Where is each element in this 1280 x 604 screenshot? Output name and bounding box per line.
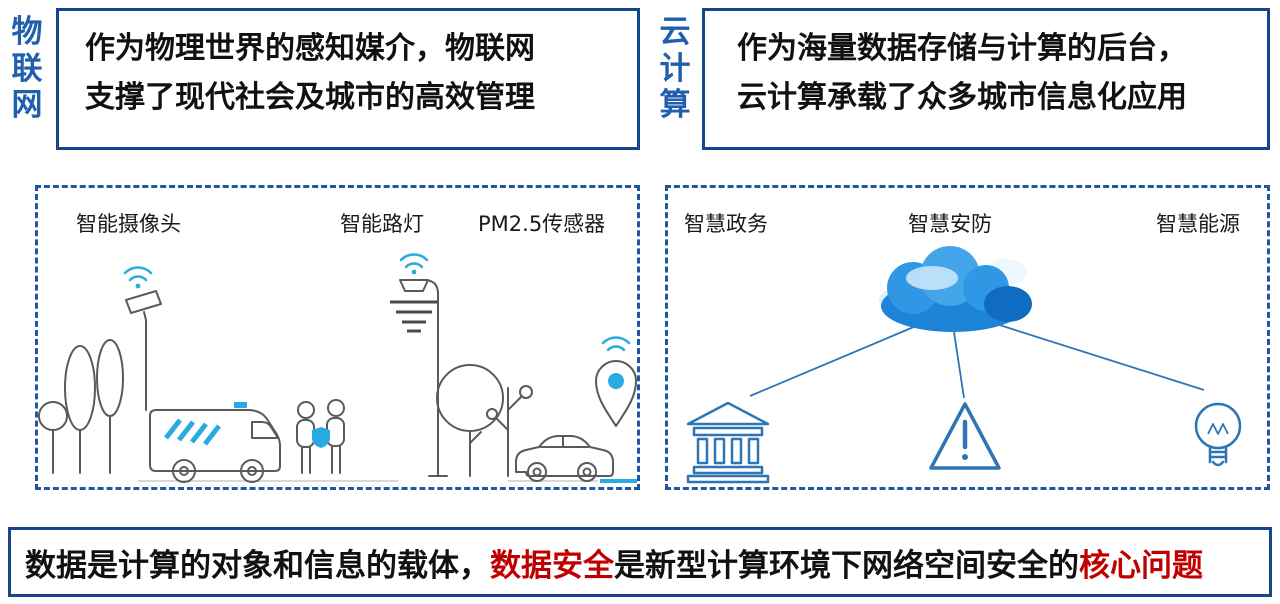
- cloud-icon: [879, 246, 1032, 332]
- label-smart-government: 智慧政务: [684, 212, 768, 236]
- car-icon: [515, 435, 614, 482]
- iot-side-label: 物联网: [11, 14, 43, 124]
- warning-triangle-icon: [929, 402, 1001, 470]
- sapling-icon: [486, 385, 533, 477]
- iot-description-line2: 支撑了现代社会及城市的高效管理: [85, 79, 535, 115]
- label-smart-security: 智慧安防: [908, 212, 992, 236]
- cloud-description-line1: 作为海量数据存储与计算的后台，: [737, 31, 1187, 66]
- label-smart-streetlight: 智能路灯: [340, 212, 424, 236]
- cloud-side-label: 云计算: [659, 14, 691, 124]
- iot-description-line1: 作为物理世界的感知媒介，物联网: [85, 31, 535, 66]
- trees-icon: [38, 339, 124, 474]
- iot-scene: [38, 253, 637, 483]
- banner-text-2: 是新型计算环境下网络空间安全的: [614, 547, 1079, 584]
- label-smart-energy: 智慧能源: [1156, 212, 1240, 236]
- label-smart-camera: 智能摄像头: [76, 212, 181, 236]
- round-tree-icon: [436, 364, 504, 477]
- cloud-diagram-box: 智慧政务 智慧安防 智慧能源: [665, 185, 1270, 490]
- banner-highlight-core-issue: 核心问题: [1079, 547, 1203, 584]
- banner-text-1: 数据是计算的对象和信息的载体，: [25, 547, 490, 584]
- iot-diagram-box: 智能摄像头 智能路灯 PM2.5传感器: [35, 185, 640, 490]
- cloud-description-line2: 云计算承载了众多城市信息化应用: [737, 79, 1187, 115]
- iot-description-panel: 作为物理世界的感知媒介，物联网 支撑了现代社会及城市的高效管理: [56, 8, 640, 150]
- cloud-description-panel: 作为海量数据存储与计算的后台， 云计算承载了众多城市信息化应用: [702, 8, 1270, 150]
- government-building-icon: [686, 401, 770, 484]
- cloud-scene: [686, 246, 1242, 484]
- banner-highlight-data-security: 数据安全: [490, 547, 614, 584]
- lightbulb-icon: [1194, 402, 1242, 467]
- gps-pin-icon: [595, 336, 637, 427]
- cloud-connection-lines: [749, 321, 1205, 399]
- smart-camera-icon: [123, 266, 162, 411]
- label-pm25-sensor: PM2.5传感器: [478, 212, 606, 236]
- bottom-banner: 数据是计算的对象和信息的载体，数据安全是新型计算环境下网络空间安全的核心问题: [8, 527, 1272, 597]
- workers-icon: [296, 399, 345, 474]
- ambulance-van-icon: [149, 402, 281, 483]
- smart-streetlight-icon: [390, 253, 448, 477]
